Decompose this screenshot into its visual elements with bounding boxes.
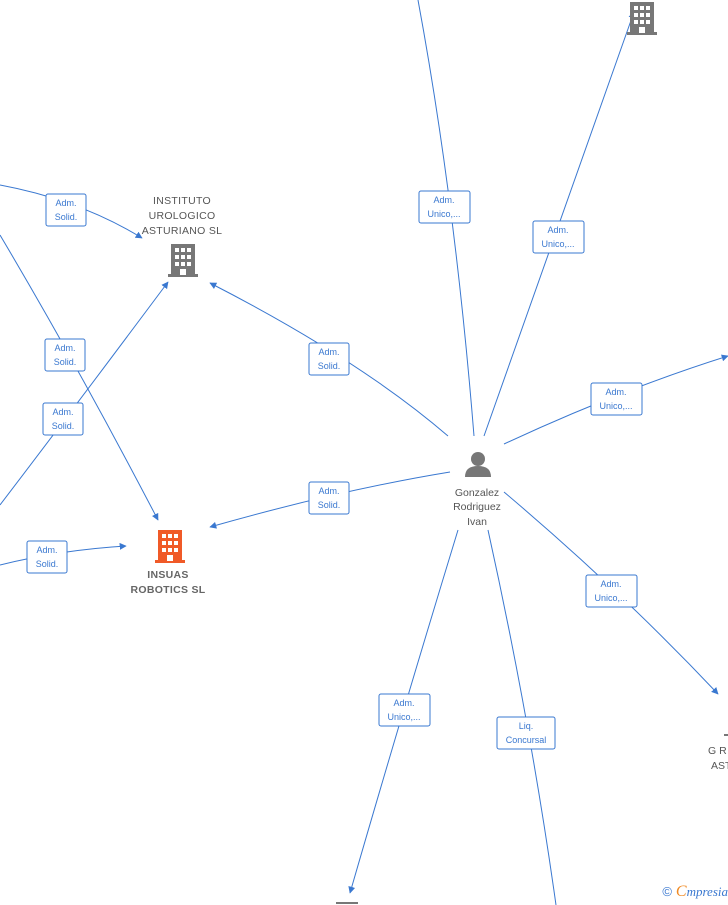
edge-label-e6[interactable]: Adm. Solid. <box>308 481 350 515</box>
edge-label-e10[interactable]: Adm. Unico,... <box>585 574 638 608</box>
edge-label-e12[interactable]: Liq. Concursal <box>496 716 556 750</box>
edge-label-e9[interactable]: Adm. Unico,... <box>590 382 643 416</box>
svg-text:Solid.: Solid. <box>318 500 341 510</box>
edge-label-e5[interactable]: Adm. Solid. <box>308 342 350 376</box>
svg-text:Adm.: Adm. <box>605 387 626 397</box>
node-person-label-3: Ivan <box>467 516 487 528</box>
edge-labels: Adm. Solid. Adm. Solid. Adm. Solid. Adm.… <box>26 190 643 750</box>
footer-brand: ©Cmpresia <box>662 883 728 901</box>
svg-text:Adm.: Adm. <box>55 198 76 208</box>
svg-text:Unico,...: Unico,... <box>387 712 420 722</box>
edge-label-e1[interactable]: Adm. Solid. <box>45 193 87 227</box>
building-icon <box>724 734 728 736</box>
svg-text:Adm.: Adm. <box>52 407 73 417</box>
svg-text:Unico,...: Unico,... <box>541 239 574 249</box>
node-top-right[interactable] <box>627 2 657 35</box>
edge-label-e3[interactable]: Adm. Solid. <box>42 402 84 436</box>
copyright-symbol: © <box>662 884 672 899</box>
svg-text:Solid.: Solid. <box>52 421 75 431</box>
svg-text:Adm.: Adm. <box>433 195 454 205</box>
node-insuas-label-2: ROBOTICS SL <box>130 584 205 596</box>
edge-left-to-instituto-b <box>0 281 169 506</box>
edge-label-e11[interactable]: Adm. Unico,... <box>378 693 431 727</box>
edge-label-e4[interactable]: Adm. Solid. <box>26 540 68 574</box>
svg-text:Unico,...: Unico,... <box>599 401 632 411</box>
svg-text:Adm.: Adm. <box>600 579 621 589</box>
building-icon <box>627 2 657 35</box>
svg-text:Liq.: Liq. <box>519 721 534 731</box>
building-icon <box>168 244 198 277</box>
edge-label-e7[interactable]: Adm. Unico,... <box>418 190 471 224</box>
building-icon <box>336 902 358 904</box>
svg-text:Solid.: Solid. <box>54 357 77 367</box>
node-instituto[interactable]: INSTITUTO UROLOGICO ASTURIANO SL <box>142 195 223 277</box>
brand-name: mpresia <box>686 884 728 899</box>
node-person[interactable]: Gonzalez Rodriguez Ivan <box>453 452 501 528</box>
svg-text:Unico,...: Unico,... <box>594 593 627 603</box>
svg-text:Unico,...: Unico,... <box>427 209 460 219</box>
node-right-partial[interactable]: G R AST <box>708 734 728 772</box>
edge-label-e8[interactable]: Adm. Unico,... <box>532 220 585 254</box>
node-insuas-label-1: INSUAS <box>147 569 188 581</box>
person-icon <box>465 452 491 477</box>
svg-text:Concursal: Concursal <box>506 735 547 745</box>
node-insuas[interactable]: INSUAS ROBOTICS SL <box>130 530 206 596</box>
node-instituto-label-3: ASTURIANO SL <box>142 225 223 237</box>
node-person-label-2: Rodriguez <box>453 501 501 513</box>
svg-text:Adm.: Adm. <box>318 347 339 357</box>
svg-text:Adm.: Adm. <box>393 698 414 708</box>
svg-text:Adm.: Adm. <box>318 486 339 496</box>
node-instituto-label-2: UROLOGICO <box>149 210 216 222</box>
node-person-label-1: Gonzalez <box>455 487 499 499</box>
brand-initial: C <box>675 883 687 900</box>
svg-text:Solid.: Solid. <box>318 361 341 371</box>
svg-text:Solid.: Solid. <box>36 559 59 569</box>
svg-text:Solid.: Solid. <box>55 212 78 222</box>
svg-text:Adm.: Adm. <box>547 225 568 235</box>
svg-text:Adm.: Adm. <box>36 545 57 555</box>
node-right-label-1: G R <box>708 745 727 757</box>
node-right-label-2: AST <box>711 760 728 772</box>
node-instituto-label-1: INSTITUTO <box>153 195 211 207</box>
building-icon <box>155 530 185 563</box>
edge-label-e2[interactable]: Adm. Solid. <box>44 338 86 372</box>
edge-left-to-insuas-a <box>0 234 159 521</box>
svg-text:Adm.: Adm. <box>54 343 75 353</box>
